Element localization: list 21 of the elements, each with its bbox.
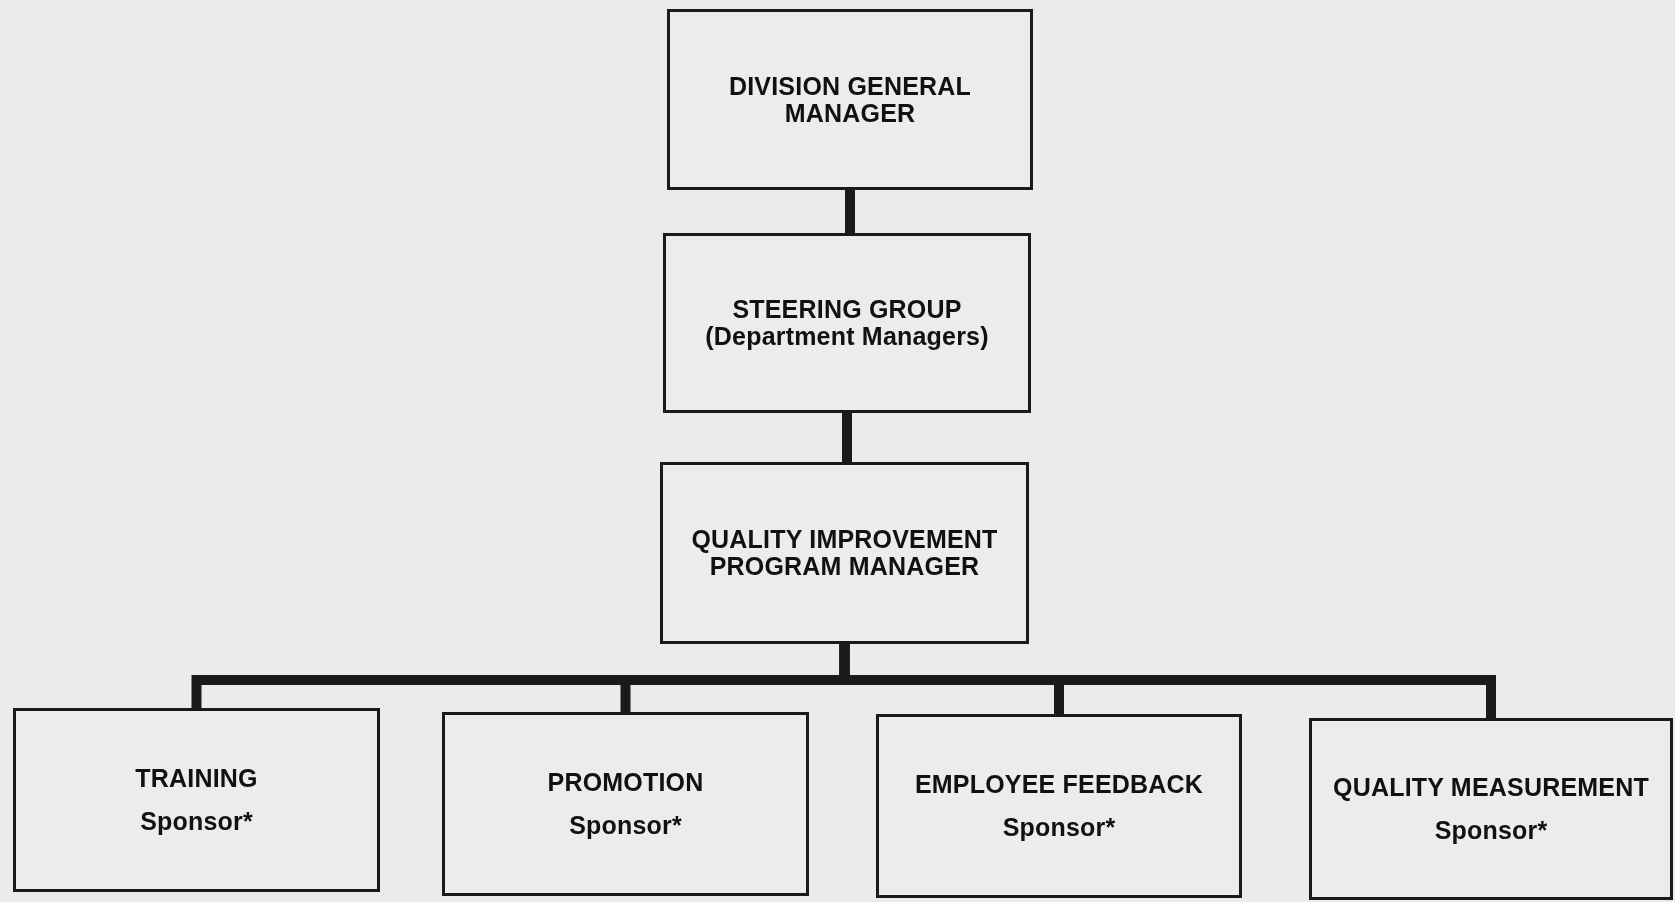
box-subtitle: Sponsor*: [1434, 817, 1548, 844]
org-box: [876, 714, 1242, 898]
org-box: [660, 462, 1029, 644]
org-box: [663, 233, 1031, 413]
box-subtitle: Sponsor*: [569, 812, 682, 839]
box-title: STEERING GROUP (Department Managers): [704, 296, 990, 350]
box-title: DIVISION GENERAL MANAGER: [727, 72, 973, 127]
org-box: [442, 712, 809, 896]
box-title: PROMOTION: [547, 769, 704, 796]
connector-line: [839, 644, 1496, 718]
box-title: TRAINING: [135, 765, 258, 792]
org-box: [1309, 718, 1673, 900]
connector-line: [842, 413, 852, 462]
box-title: QUALITY IMPROVEMENT PROGRAM MANAGER: [690, 526, 999, 580]
connector-line: [845, 190, 855, 233]
box-title: EMPLOYEE FEEDBACK: [914, 771, 1204, 798]
box-title: QUALITY MEASUREMENT: [1333, 774, 1649, 801]
org-box: [13, 708, 380, 892]
org-box: [667, 9, 1033, 190]
box-subtitle: Sponsor*: [140, 808, 253, 835]
box-subtitle: Sponsor*: [1002, 814, 1116, 841]
